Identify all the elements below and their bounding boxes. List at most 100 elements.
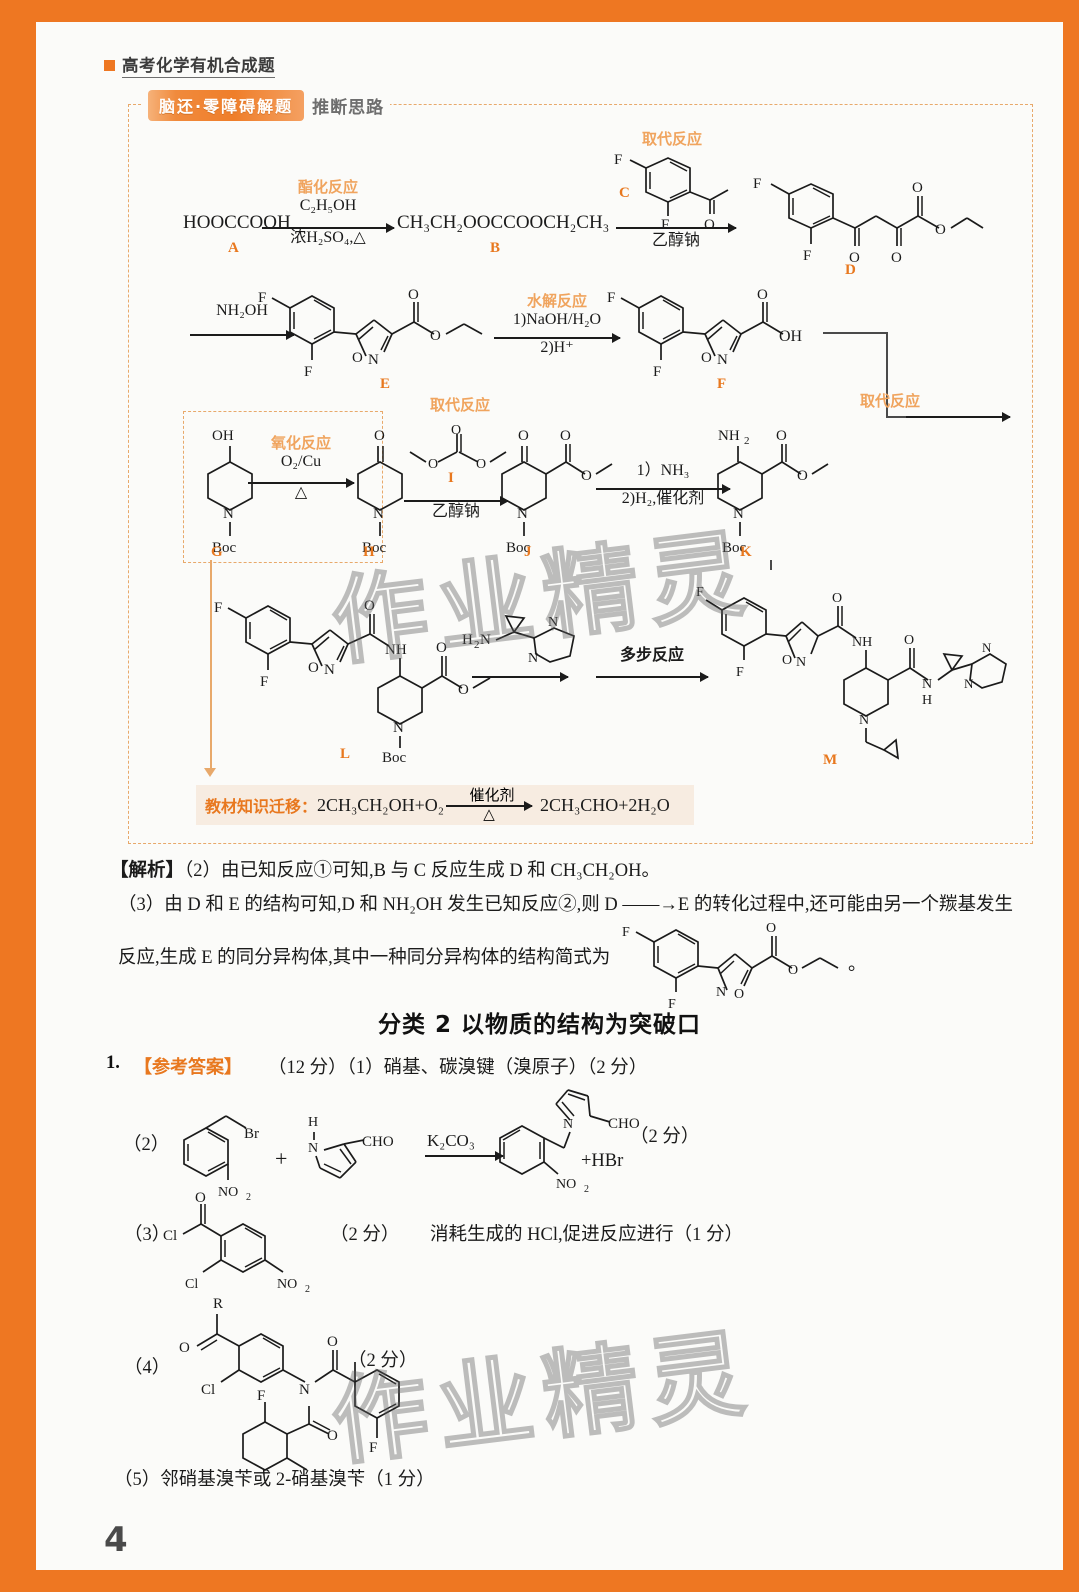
- analysis-line1-text: （2）由已知反应①可知,B 与 C 反应生成 D 和 CH₃CH₂OH。: [184, 861, 660, 881]
- step-ef-arrow: [494, 333, 621, 343]
- transfer-arrow: [446, 801, 533, 811]
- answer3-acylchloride-structure: Cl O Cl NO 2: [163, 1190, 310, 1295]
- svg-text:NH: NH: [385, 642, 407, 658]
- answer3-text: 消耗生成的 HCl,促进反应进行（1 分）: [430, 1225, 743, 1245]
- svg-text:CHO: CHO: [362, 1134, 394, 1150]
- step-jk-above-wrap: 1）NH₃: [596, 462, 730, 480]
- compound-l-label: L: [340, 746, 351, 762]
- step-ef-rxn-type: 水解反应: [526, 292, 587, 310]
- step-lm-above-wrap: 多步反应: [596, 646, 708, 664]
- svg-text:F: F: [257, 1388, 265, 1404]
- step-ab-below-wrap: 浓H₂SO₄,△: [262, 229, 394, 247]
- svg-text:Cl: Cl: [201, 1382, 215, 1398]
- svg-text:2: 2: [744, 435, 750, 447]
- svg-text:N: N: [922, 677, 932, 692]
- compound-a-label: A: [228, 240, 239, 256]
- section-heading: 分类 2 以物质的结构为突破口: [377, 1012, 702, 1038]
- step-hj-rxn-type: 取代反应: [429, 396, 490, 414]
- svg-text:F: F: [304, 364, 312, 380]
- analysis-line3: 反应,生成 E 的同分异构体,其中一种同分异构体的结构简式为: [118, 948, 611, 968]
- step-ef-below: 2)H⁺: [540, 339, 574, 356]
- svg-text:O: O: [560, 428, 571, 444]
- svg-text:N: N: [528, 651, 538, 666]
- svg-text:O: O: [352, 350, 363, 366]
- textbook-transfer-box: 教材知识迁移： 2CH₃CH₂OH+O₂ 催化剂 △ 2CH₃CHO+2H₂O: [196, 785, 694, 825]
- svg-text:O: O: [179, 1340, 190, 1356]
- svg-text:N: N: [299, 1382, 310, 1398]
- step-ab-rxn-type: 酯化反应: [297, 178, 358, 196]
- svg-text:O: O: [364, 598, 375, 614]
- svg-text:H: H: [922, 693, 932, 708]
- svg-text:Cl: Cl: [163, 1228, 177, 1244]
- svg-text:F: F: [214, 600, 222, 616]
- svg-text:O: O: [195, 1190, 206, 1206]
- answer-tag: 【参考答案】: [134, 1057, 242, 1078]
- svg-text:R: R: [213, 1296, 223, 1312]
- compound-d-label: D: [845, 262, 856, 278]
- compound-m-structure: F F O N O NH N O N H N N: [696, 585, 1007, 760]
- step-ef-condition: 水解反应 1)NaOH/H₂O: [494, 292, 620, 329]
- transfer-right: 2CH₃CHO+2H₂O: [540, 794, 670, 815]
- step-bd-rxn-type: 取代反应: [641, 130, 702, 148]
- svg-text:O: O: [776, 428, 787, 444]
- compound-h-structure: O N Boc: [357, 428, 403, 556]
- step-jk-arrow: [596, 484, 731, 494]
- svg-text:O: O: [832, 591, 842, 606]
- compound-e-label: E: [380, 376, 391, 392]
- step-ab-condition: 酯化反应 C₂H₅OH: [262, 178, 394, 215]
- answer-head: （12 分）（1）硝基、碳溴键（溴原子）（2 分）: [268, 1058, 648, 1078]
- compound-f-label: F: [717, 376, 727, 392]
- step-gh-below: △: [294, 484, 308, 501]
- answer2-byproduct: +HBr: [581, 1151, 624, 1171]
- compound-m-label: M: [823, 752, 838, 768]
- k-connector: [770, 560, 772, 570]
- step-ab-arrow: [262, 223, 395, 233]
- answer3-number: （3）: [124, 1225, 171, 1245]
- svg-text:NH: NH: [852, 635, 872, 650]
- svg-text:N: N: [308, 1141, 318, 1156]
- step-hj-arrow: [404, 496, 509, 506]
- answer2-product-structure: N CHO NO 2: [499, 1089, 640, 1195]
- svg-text:NO: NO: [556, 1177, 576, 1192]
- step-gh-below-wrap: △: [248, 484, 354, 502]
- answer2-bromide-structure: Br NO 2: [183, 1115, 259, 1203]
- svg-text:O: O: [327, 1428, 338, 1444]
- compound-h-label: H: [363, 544, 375, 560]
- analysis-line1: 【解析】（2）由已知反应①可知,B 与 C 反应生成 D 和 CH₃CH₂OH。: [110, 858, 660, 886]
- g-down-arrowhead: [204, 768, 216, 777]
- step-jk-above: 1）NH₃: [636, 462, 690, 479]
- step-hj-below: 乙醇钠: [431, 501, 480, 520]
- svg-text:F: F: [753, 176, 761, 192]
- f-connector-vertical: [886, 332, 888, 416]
- badge-chip-label: 脑还·零障碍解题: [148, 90, 305, 121]
- svg-text:Boc: Boc: [722, 540, 747, 556]
- analysis-tag: 【解析】: [110, 861, 185, 881]
- svg-text:NH: NH: [718, 428, 740, 444]
- svg-text:N: N: [563, 1117, 573, 1132]
- f-connector-horizontal: [823, 332, 887, 334]
- svg-text:F: F: [369, 1440, 377, 1456]
- step-jk-below: 2)H₂,催化剂: [621, 490, 705, 507]
- svg-text:F: F: [661, 217, 669, 233]
- step-gh-condition: 氧化反应 O₂/Cu: [248, 434, 354, 471]
- analysis-line3-period: 。: [848, 955, 867, 975]
- compound-c-structure: F F O: [614, 152, 729, 233]
- section-badge: 脑还·零障碍解题 推断思路: [142, 90, 391, 121]
- reagent-amine-structure: H 2 N N N: [462, 614, 575, 666]
- transfer-condition: 催化剂 △: [446, 786, 538, 823]
- svg-text:O: O: [904, 633, 914, 648]
- step-gh-above: O₂/Cu: [280, 452, 322, 470]
- svg-text:O: O: [849, 250, 860, 266]
- running-head: 高考化学有机合成题: [104, 52, 275, 78]
- reagent-i-structure: O O O: [409, 423, 507, 472]
- svg-text:F: F: [614, 152, 622, 168]
- step-ef-below-wrap: 2)H⁺: [494, 339, 620, 357]
- svg-text:N: N: [324, 662, 335, 678]
- step-gh-arrow: [248, 478, 355, 488]
- compound-f-structure: F F O N O OH: [607, 287, 803, 380]
- answer2-arrow: [425, 1151, 504, 1161]
- compound-g-structure: OH N Boc: [207, 428, 253, 556]
- svg-text:OH: OH: [212, 428, 234, 444]
- step-ef-above: 1)NaOH/H₂O: [512, 310, 602, 328]
- step-bd-below: 乙醇钠: [651, 230, 700, 249]
